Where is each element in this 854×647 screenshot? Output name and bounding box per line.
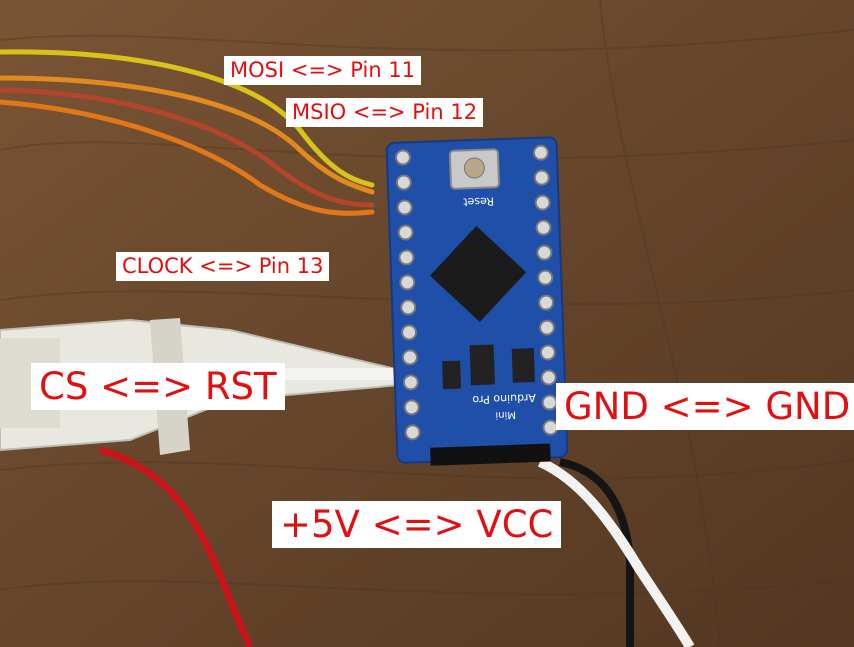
board-name-silkscreen: Arduino Pro (472, 391, 536, 406)
reset-silkscreen: Reset (462, 194, 494, 208)
cs-label: CS <=> RST (31, 363, 285, 410)
clock-label: CLOCK <=> Pin 13 (116, 252, 330, 281)
mosi-label: MOSI <=> Pin 11 (224, 56, 422, 85)
arduino-pro-mini-board (385, 136, 569, 466)
vcc-label: +5V <=> VCC (272, 501, 562, 548)
board-mini-silkscreen: Mini (495, 409, 516, 421)
red-wire (99, 446, 254, 647)
white-wire (537, 457, 695, 647)
signal-wires (0, 49, 375, 216)
msio-label: MSIO <=> Pin 12 (286, 98, 484, 127)
gnd-label: GND <=> GND (556, 383, 854, 430)
